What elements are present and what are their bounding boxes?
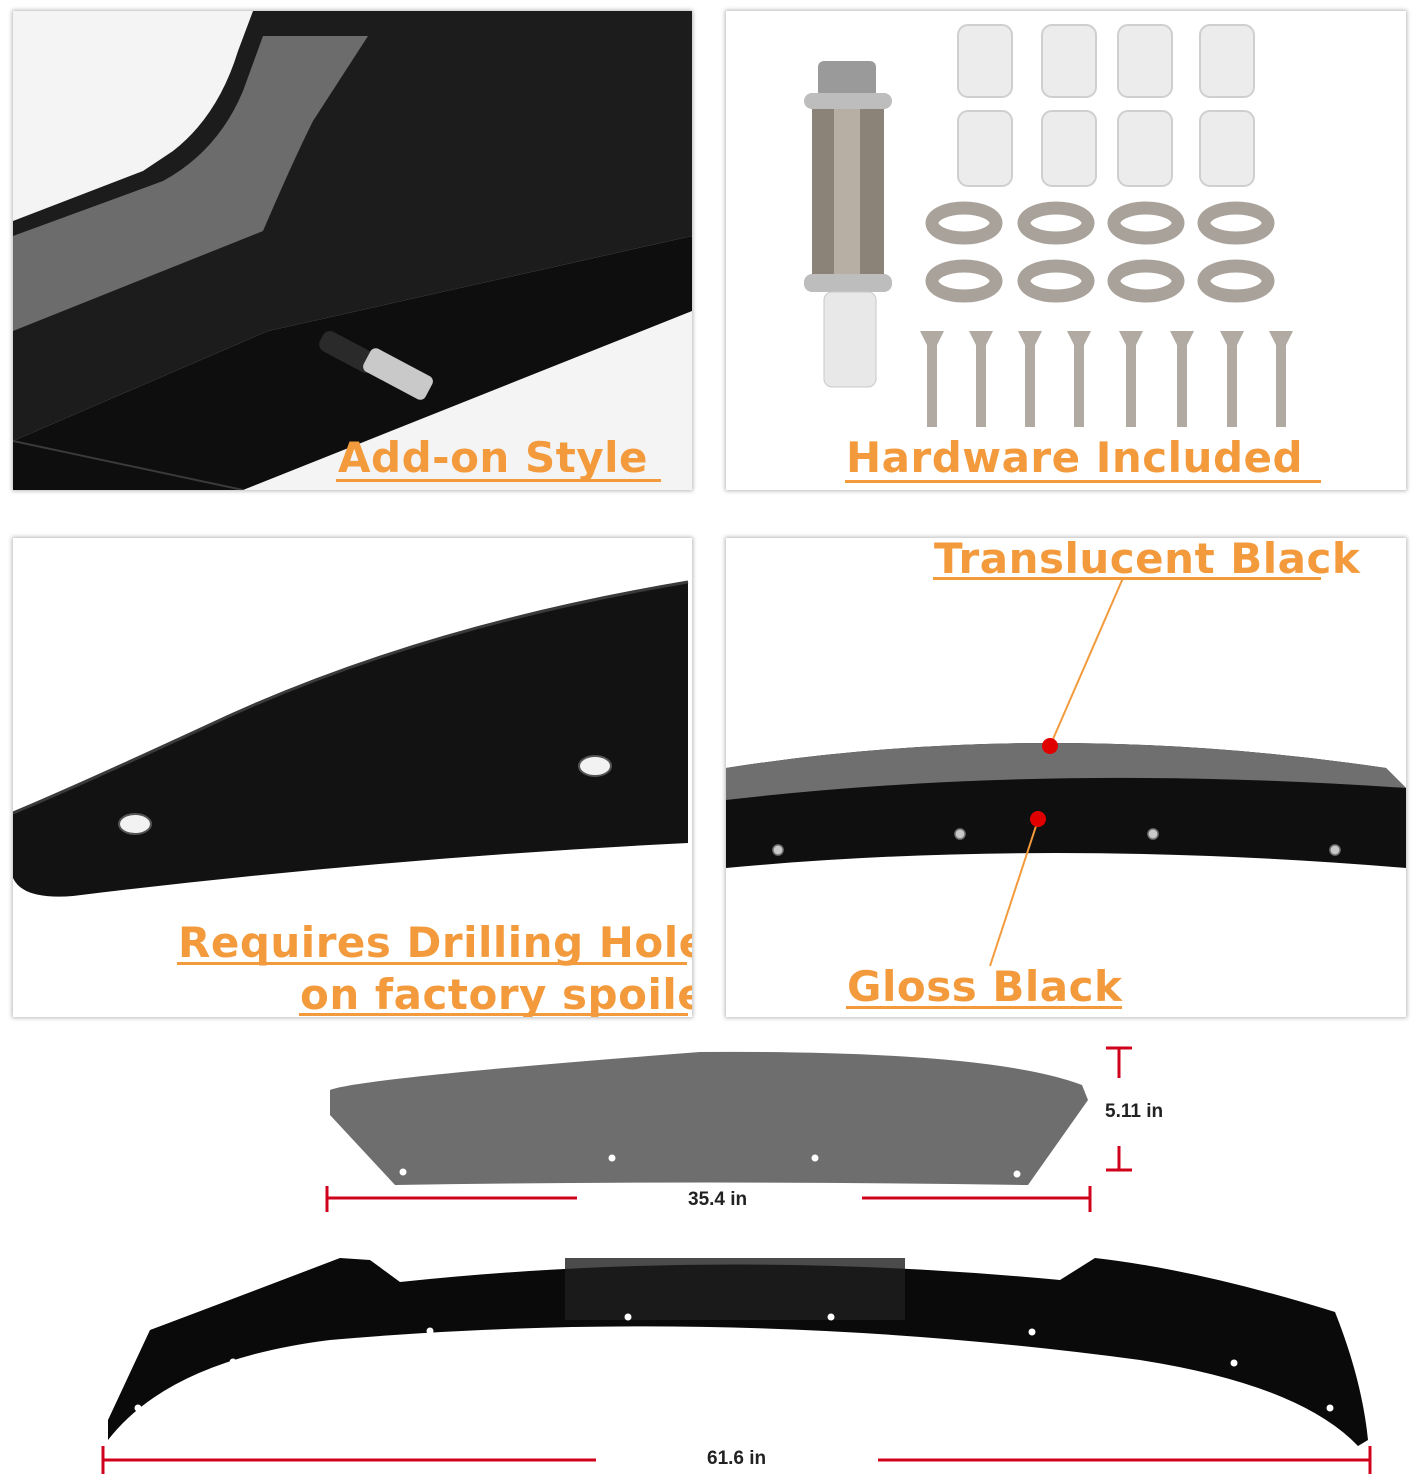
hardware-caption: Hardware Included (846, 433, 1304, 482)
finish-panel: Translucent Black Gloss Black (726, 538, 1406, 1017)
hardware-underline (845, 480, 1321, 483)
mount-screws (772, 828, 1341, 856)
drilling-caption-line1: Requires Drilling Holes (178, 918, 692, 967)
hex-spacer-bolt (804, 61, 892, 388)
translucent-piece-holes (399, 1154, 1021, 1178)
addon-style-panel: Add-on Style (13, 11, 692, 490)
translucent-piece (330, 1051, 1088, 1185)
screws (920, 331, 1293, 427)
addon-style-underline (336, 479, 661, 482)
drilling-underline-1 (177, 962, 687, 965)
bottom-width-label: 61.6 in (707, 1448, 767, 1469)
hardware-panel: Hardware Included (726, 11, 1406, 490)
translucent-marker (1042, 738, 1058, 754)
rivet-nuts (957, 24, 1255, 187)
translucent-black-label: Translucent Black (934, 538, 1361, 583)
translucent-underline (933, 577, 1321, 580)
addon-style-photo (13, 11, 692, 490)
drilling-caption-line2: on factory spoiler (300, 970, 692, 1017)
hardware-photo (726, 11, 1406, 490)
drilling-panel: Requires Drilling Holes on factory spoil… (13, 538, 692, 1017)
washers (925, 201, 1275, 303)
drill-hole-right (578, 755, 612, 777)
drilling-underline-2 (299, 1013, 688, 1016)
gloss-underline (846, 1006, 1122, 1009)
finish-photo (726, 538, 1406, 1017)
top-width-label: 35.4 in (688, 1189, 748, 1210)
gloss-black-piece (108, 1258, 1368, 1446)
top-height-label: 5.11 in (1105, 1101, 1164, 1122)
gloss-marker (1030, 811, 1046, 827)
addon-style-caption: Add-on Style (338, 433, 649, 482)
rivet-bolt (319, 331, 433, 400)
drill-hole-left (118, 813, 152, 835)
drilling-photo (13, 538, 692, 1017)
gloss-black-label: Gloss Black (847, 962, 1123, 1011)
gloss-black-piece-holes (134, 1313, 1334, 1412)
